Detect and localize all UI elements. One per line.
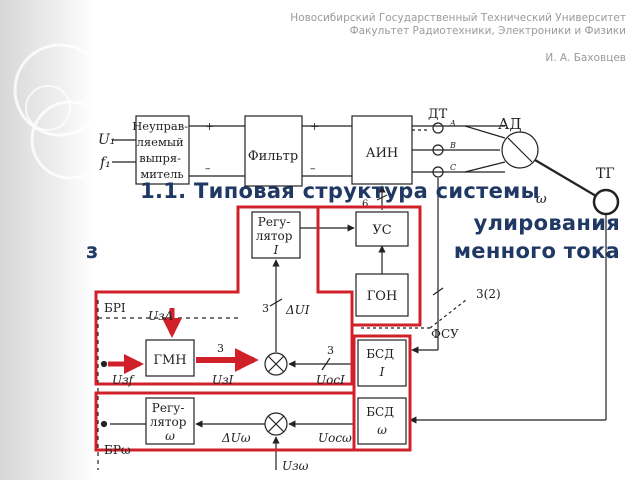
speed-loop-highlight (94, 391, 356, 452)
control-blocks (355, 211, 409, 317)
amplifier-highlight (318, 205, 422, 327)
u-zi-label: UзI (212, 373, 234, 387)
count-6-label: 6 (362, 199, 368, 210)
phase-a-label: A (449, 119, 456, 128)
count-3-delta-label: 3 (262, 302, 269, 315)
u-zf-label: Uзf (112, 373, 136, 387)
omega-label: ω (536, 192, 547, 207)
current-sensor-label: ДТ (428, 107, 448, 122)
br-w-label: БРω (104, 443, 131, 457)
br-i-label: БРI (104, 301, 126, 315)
slide-title-line-1: 1.1. Типовая структура системы (140, 179, 540, 203)
gmn-block: ГМН (153, 353, 186, 368)
delta-u-i-label: ΔUI (285, 303, 310, 317)
university-header: Новосибирский Государственный Технически… (290, 12, 626, 24)
u-osw-label: Uосω (318, 431, 352, 445)
faculty-header: Факультет Радиотехники, Электроники и Фи… (349, 25, 626, 37)
power-labels: U₁ f₁ Неуправ- ляемый выпря- митель + – … (98, 107, 615, 341)
red-input-arrows (108, 308, 259, 374)
phase-b-label: B (449, 141, 456, 150)
highlight-frames (94, 205, 422, 452)
inverter-block: АИН (366, 146, 399, 161)
tachogenerator-label: ТГ (596, 166, 615, 182)
filter-block: Фильтр (248, 149, 298, 164)
motor-label: АД (498, 115, 522, 133)
speed-sensor-block: БСД ω (366, 405, 398, 437)
speed-regulator-block: Регу- лятор ω (150, 401, 191, 443)
pulse-generator-block: ГОН (367, 289, 398, 304)
count-3-2-label: 3(2) (476, 287, 501, 301)
input-f1-label: f₁ (99, 155, 111, 171)
input-u1-label: U₁ (98, 132, 115, 148)
count-3-gmn-label: 3 (217, 342, 224, 355)
u-za-label: UзA (148, 309, 174, 323)
current-regulator-block: Регу- лятор I (256, 215, 297, 257)
phase-c-label: C (450, 163, 456, 172)
amplifier-block: УС (372, 223, 391, 238)
regulator-labels: Регу- лятор I ГМН Регу- лятор ω БСД I БС… (104, 215, 398, 473)
regulator-wiring (97, 211, 407, 470)
fsu-label: ФСУ (431, 327, 459, 341)
delta-u-w-label: ΔUω (221, 431, 251, 445)
plus-sign-1: + (205, 120, 214, 133)
slide-title-fragment: з (86, 239, 99, 263)
minus-sign-2: – (310, 162, 316, 175)
decorative-background (0, 0, 110, 480)
power-section (112, 115, 620, 424)
current-loop-highlight (94, 205, 354, 386)
rectifier-block: Неуправ- ляемый выпря- митель (132, 119, 192, 181)
count-3-osi-label: 3 (327, 344, 334, 357)
author-header: И. А. Баховцев (545, 52, 626, 64)
current-sensor-block: БСД I (366, 347, 398, 379)
u-zw-label: Uзω (282, 459, 309, 473)
minus-sign-1: – (205, 162, 211, 175)
slide-title-line-3: менного тока (453, 239, 620, 263)
plus-sign-2: + (310, 120, 319, 133)
u-osi-label: UосI (316, 373, 345, 387)
slide-title-line-2: улирования (473, 211, 620, 235)
